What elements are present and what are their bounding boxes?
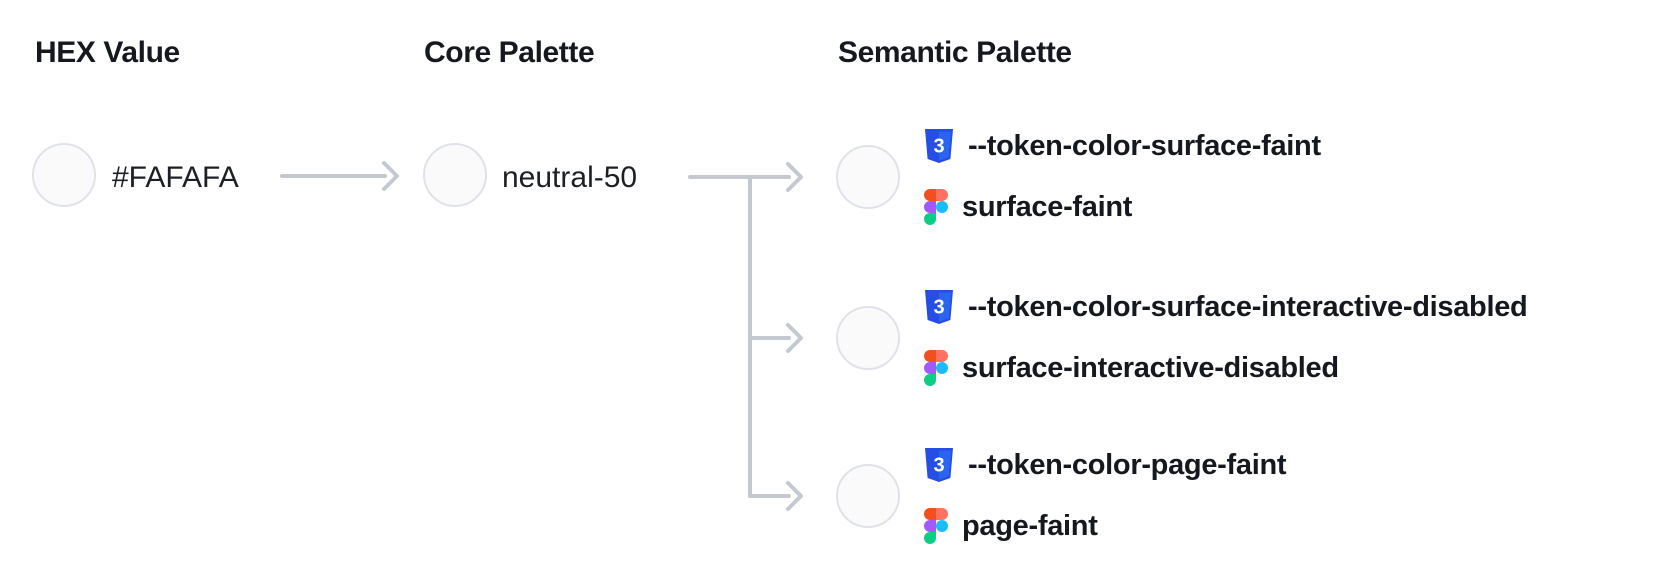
semantic-swatch <box>836 145 900 209</box>
hex-value-label: #FAFAFA <box>112 161 239 194</box>
css3-icon: 3 <box>924 129 954 163</box>
figma-icon <box>924 508 948 544</box>
semantic-swatch <box>836 464 900 528</box>
svg-text:3: 3 <box>933 455 944 477</box>
css-token-line: 3 --token-color-surface-faint <box>924 129 1321 163</box>
css-token-line: 3 --token-color-surface-interactive-disa… <box>924 290 1528 324</box>
figma-token-line: surface-interactive-disabled <box>924 350 1527 386</box>
css-token-line: 3 --token-color-page-faint <box>924 448 1287 482</box>
figma-token-line: page-faint <box>924 508 1286 544</box>
hex-value-heading: HEX Value <box>35 36 180 69</box>
figma-icon <box>924 350 948 386</box>
semantic-swatch <box>836 306 900 370</box>
figma-token-label: surface-faint <box>962 190 1133 223</box>
css-token-label: --token-color-surface-faint <box>968 129 1321 162</box>
arrow-hex-to-core <box>280 161 399 191</box>
figma-token-label: page-faint <box>962 509 1098 542</box>
hex-swatch <box>32 143 96 207</box>
svg-text:3: 3 <box>933 297 944 319</box>
css3-icon: 3 <box>924 290 954 324</box>
figma-token-label: surface-interactive-disabled <box>962 351 1339 384</box>
core-name-label: neutral-50 <box>502 161 638 194</box>
semantic-palette-heading: Semantic Palette <box>838 36 1072 69</box>
figma-token-line: surface-faint <box>924 189 1321 225</box>
core-swatch <box>423 143 487 207</box>
css3-icon: 3 <box>924 448 954 482</box>
core-palette-heading: Core Palette <box>424 36 595 69</box>
figma-icon <box>924 189 948 225</box>
svg-text:3: 3 <box>933 136 944 158</box>
css-token-label: --token-color-surface-interactive-disabl… <box>968 290 1528 323</box>
css-token-label: --token-color-page-faint <box>968 448 1287 481</box>
connector-core-to-semantic <box>688 162 803 511</box>
